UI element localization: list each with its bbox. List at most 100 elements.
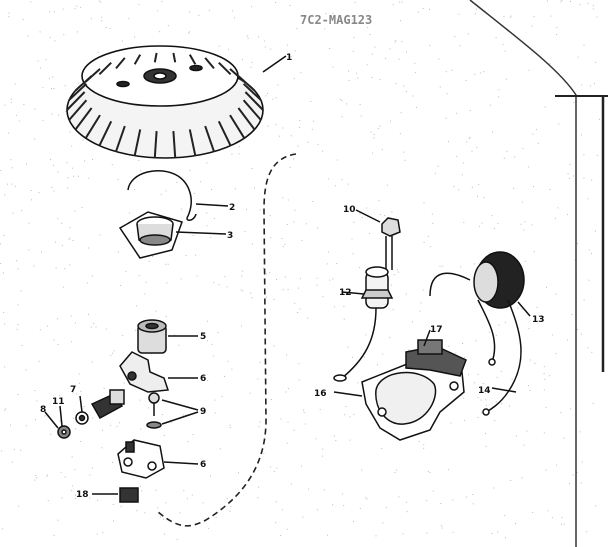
noise-dot (34, 138, 36, 140)
noise-dot (549, 375, 551, 377)
noise-dot (569, 163, 571, 165)
noise-dot (370, 131, 372, 133)
noise-dot (53, 339, 55, 341)
noise-dot (394, 472, 396, 473)
noise-dot (52, 76, 54, 78)
noise-dot (555, 352, 557, 354)
bolt (355, 209, 401, 270)
noise-dot (589, 85, 591, 87)
noise-dot (423, 241, 425, 243)
noise-dot (479, 72, 481, 74)
noise-dot (155, 310, 157, 312)
noise-dot (141, 490, 143, 492)
noise-dot (463, 221, 465, 223)
noise-dot (284, 276, 286, 278)
noise-dot (254, 187, 255, 189)
noise-dot (74, 498, 76, 500)
noise-dot (366, 207, 368, 209)
noise-dot (163, 518, 165, 520)
noise-dot (59, 420, 61, 422)
noise-dot (302, 516, 304, 518)
noise-dot (468, 374, 469, 376)
noise-dot (591, 351, 593, 353)
noise-dot (90, 326, 92, 328)
noise-dot (125, 270, 127, 272)
header-text: 7C2-MAG123 (300, 13, 372, 27)
noise-dot (110, 424, 112, 426)
noise-dot (494, 420, 496, 421)
noise-dot (401, 41, 403, 43)
noise-dot (583, 154, 585, 156)
noise-dot (112, 504, 114, 505)
noise-dot (588, 249, 590, 251)
noise-dot (34, 419, 36, 421)
noise-dot (497, 531, 499, 533)
noise-dot (397, 269, 399, 271)
noise-dot (481, 412, 482, 414)
noise-dot (454, 36, 456, 37)
noise-dot (517, 307, 519, 309)
noise-dot (270, 237, 272, 239)
noise-dot (97, 51, 99, 53)
noise-dot (162, 414, 164, 415)
noise-dot (15, 114, 17, 116)
noise-dot (38, 360, 40, 362)
noise-dot (381, 148, 383, 150)
noise-dot (439, 265, 441, 267)
noise-dot (57, 218, 59, 220)
noise-dot (276, 279, 278, 280)
noise-dot (509, 16, 511, 18)
noise-dot (258, 486, 260, 488)
noise-dot (581, 84, 583, 86)
condenser (333, 266, 394, 382)
noise-dot (88, 247, 90, 249)
noise-dot (3, 311, 5, 313)
noise-dot (498, 96, 500, 98)
noise-dot (333, 306, 335, 308)
noise-dot (378, 200, 380, 202)
noise-dot (4, 323, 6, 325)
noise-dot (341, 179, 343, 181)
noise-dot (272, 98, 274, 100)
noise-dot (392, 309, 394, 311)
noise-dot (406, 91, 408, 92)
noise-dot (12, 212, 14, 214)
noise-dot (42, 119, 44, 121)
noise-dot (570, 408, 572, 410)
noise-dot (198, 14, 200, 16)
noise-dot (47, 325, 49, 327)
noise-dot (351, 356, 353, 358)
noise-dot (500, 370, 502, 372)
noise-dot (134, 36, 135, 38)
noise-dot (554, 217, 556, 219)
noise-dot (579, 431, 581, 433)
noise-dot (588, 279, 590, 281)
noise-dot (46, 475, 48, 477)
noise-dot (34, 108, 36, 110)
noise-dot (189, 169, 191, 171)
noise-dot (373, 137, 375, 139)
noise-dot (112, 352, 113, 354)
noise-dot (469, 136, 471, 138)
noise-dot (71, 456, 73, 458)
noise-dot (259, 209, 261, 211)
noise-dot (265, 296, 267, 298)
noise-dot (471, 186, 473, 188)
noise-dot (408, 349, 410, 351)
noise-dot (119, 422, 120, 424)
noise-dot (276, 467, 278, 469)
noise-dot (509, 405, 510, 407)
noise-dot (504, 321, 506, 323)
noise-dot (357, 382, 359, 384)
flywheel-fin (237, 75, 256, 92)
noise-dot (332, 13, 334, 14)
noise-dot (267, 93, 268, 94)
noise-dot (336, 263, 338, 265)
noise-dot (311, 128, 313, 130)
flywheel-fins (66, 52, 264, 158)
noise-dot (111, 164, 113, 166)
noise-dot (316, 284, 318, 286)
noise-dot (404, 159, 406, 161)
noise-dot (282, 197, 284, 199)
noise-dot (576, 472, 578, 474)
